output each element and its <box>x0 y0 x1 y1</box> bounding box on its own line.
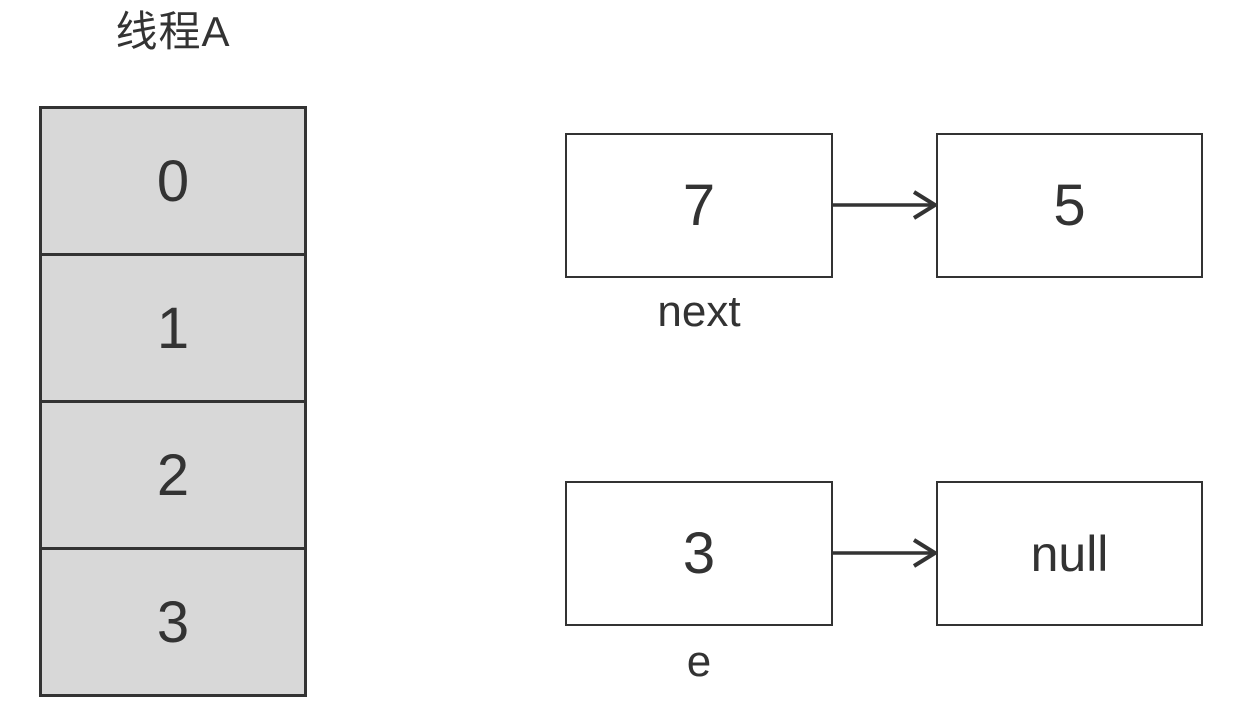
node-pointee-value: 5 <box>1053 173 1086 238</box>
stack-cell-1: 1 <box>42 253 304 400</box>
stack-cell-value: 2 <box>156 442 190 508</box>
node-value: 7 <box>682 173 716 238</box>
stack-cell-value: 1 <box>156 295 190 361</box>
arrow-right-icon <box>833 190 937 220</box>
pointer-label-next: next <box>657 287 741 336</box>
thread-a-title: 线程A <box>115 8 231 55</box>
arrow-right-icon <box>833 538 937 568</box>
stack-cell-value: 0 <box>156 148 190 214</box>
node-value: 3 <box>682 521 716 586</box>
node-pointee-box: 5 <box>936 133 1203 278</box>
stack-cell-value: 3 <box>156 589 190 655</box>
stack-cell-2: 2 <box>42 400 304 547</box>
stack-cell-3: 3 <box>42 547 304 694</box>
stack-cell-0: 0 <box>42 109 304 253</box>
pointer-label-e: e <box>686 637 712 686</box>
node-pointee-box: null <box>936 481 1203 626</box>
node-pointee-value: null <box>1030 525 1109 582</box>
thread-a-stack: 0 1 2 3 <box>39 106 307 697</box>
node-value-box: 7 <box>565 133 833 278</box>
node-value-box: 3 <box>565 481 833 626</box>
